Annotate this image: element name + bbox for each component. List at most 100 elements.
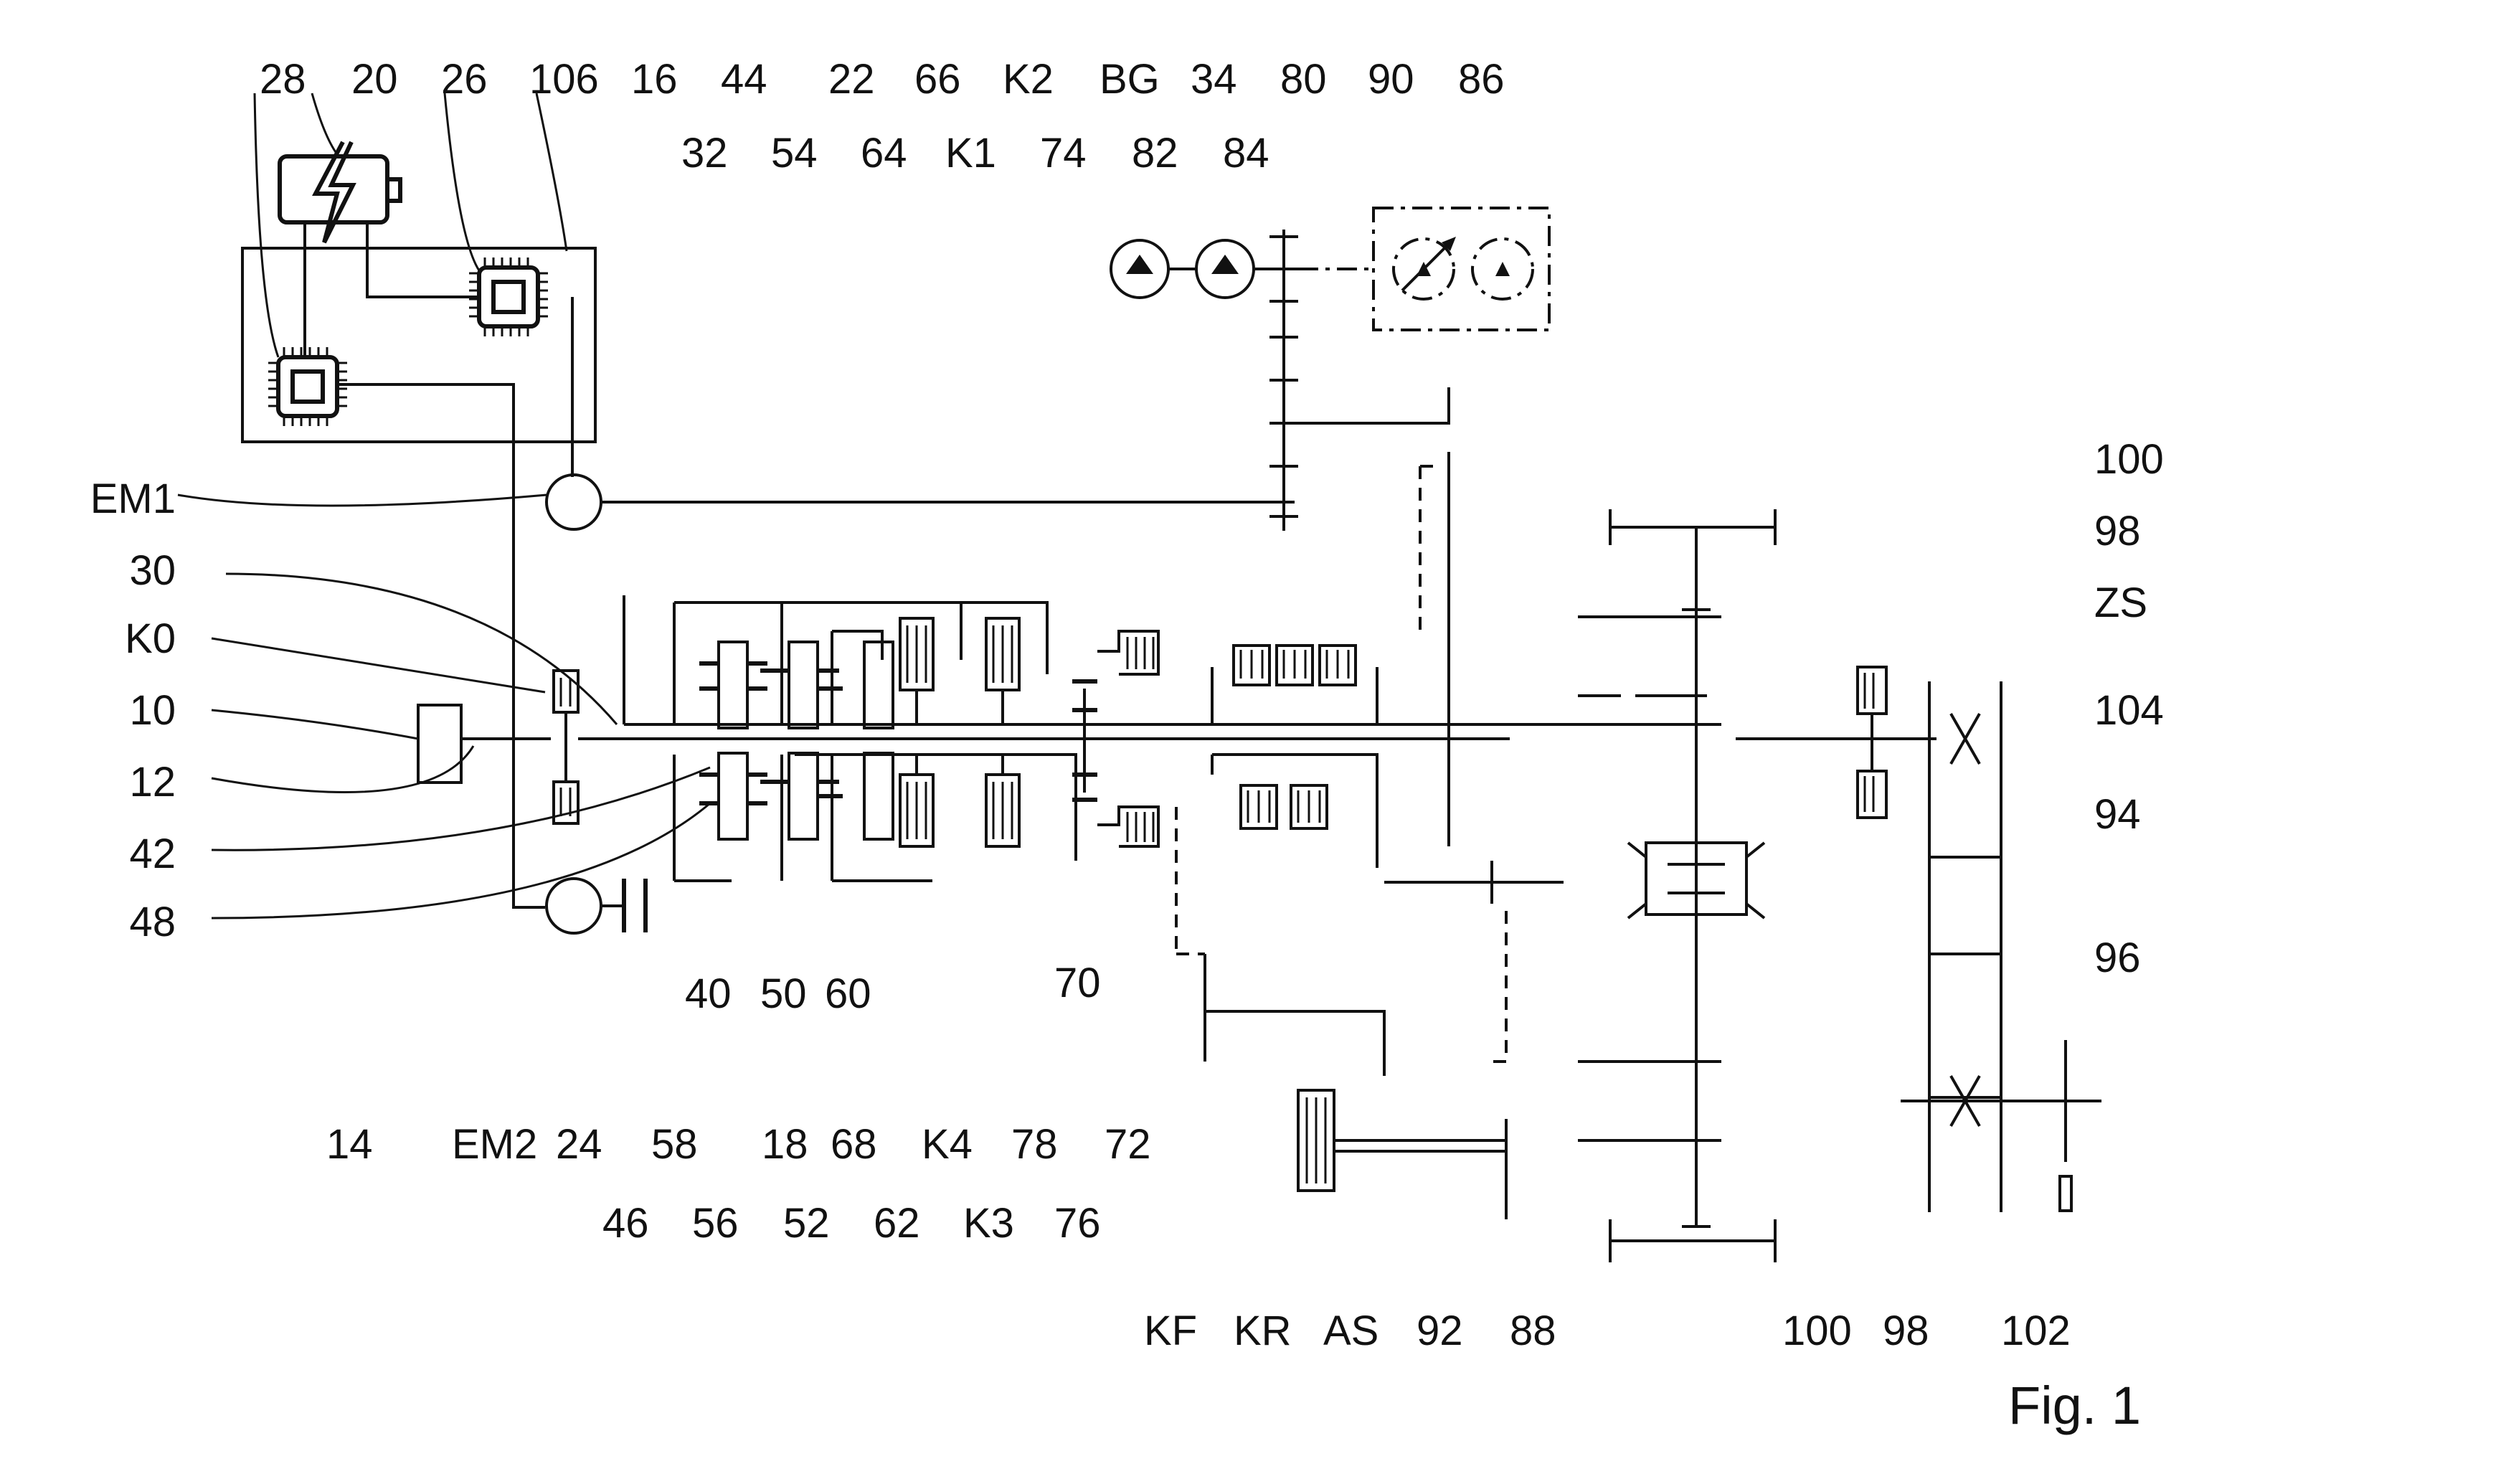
transfer-housing [1928,810,2002,1212]
label-72: 72 [1105,1121,1151,1168]
label-106: 106 [529,56,599,103]
label-82: 82 [1132,130,1178,176]
label-30: 30 [129,547,176,594]
clutch-k0 [552,669,580,825]
planetary-set-60 [818,630,932,882]
label-90: 90 [1368,56,1414,103]
chip-icon-28 [268,347,347,426]
label-74: 74 [1040,130,1087,176]
gear-80 [1269,230,1298,531]
label-100-bottom: 100 [1782,1308,1852,1354]
lightning-icon [312,141,356,244]
label-98-top: 98 [2094,508,2141,554]
label-28: 28 [260,56,306,103]
clutch-kr [1290,784,1328,830]
pump-unit-86 [1372,207,1551,331]
label-56: 56 [692,1200,739,1247]
label-k0: K0 [125,615,176,662]
clutch-k1 [899,617,935,724]
label-60: 60 [825,970,871,1017]
brake-bg [1097,630,1160,676]
transfer-gear-104 [1928,681,2002,810]
clutch-k2 [961,601,1049,724]
label-32: 32 [681,130,728,176]
wire-chip28-em2 [337,383,545,909]
wire-battery-chip26 [366,222,479,298]
pump-84 [1195,239,1255,299]
label-40: 40 [685,970,732,1017]
transfer-chain-96 [1929,856,2001,1099]
brake-as [1297,1089,1508,1219]
label-104: 104 [2094,687,2164,734]
label-kr: KR [1234,1308,1292,1354]
front-axle [1609,509,1777,545]
control-housing-106 [241,247,597,443]
label-10: 10 [129,687,176,734]
rear-axle [1609,1219,1777,1262]
differential-94 [1627,841,1766,920]
label-92: 92 [1417,1308,1463,1354]
pump-triangle-icons [1417,262,1510,276]
clutch-k3 [965,753,1077,861]
label-96: 96 [2094,935,2141,981]
label-k2: K2 [1003,56,1054,103]
label-24: 24 [556,1121,602,1168]
pump-82 [1110,239,1170,299]
label-as: AS [1323,1308,1379,1354]
label-58: 58 [651,1121,698,1168]
front-axle-shaft [1682,527,1711,611]
chip-icon-26 [469,257,548,336]
arrow-head-icon [1442,237,1456,251]
label-12: 12 [129,759,176,805]
leader-lines [177,93,711,920]
label-70: 70 [1054,960,1101,1006]
label-kf: KF [1144,1308,1197,1354]
label-48: 48 [129,899,176,945]
label-52: 52 [783,1200,830,1247]
variable-arrow-icon [1401,239,1454,292]
label-76: 76 [1054,1200,1101,1247]
label-em2: EM2 [452,1121,537,1168]
label-k1: K1 [945,130,996,176]
label-54: 54 [771,130,818,176]
control-unit-group [241,141,597,909]
label-68: 68 [831,1121,877,1168]
label-k4: K4 [922,1121,973,1168]
lower-drive [1204,954,1386,1076]
label-88: 88 [1510,1308,1556,1354]
label-20: 20 [351,56,398,103]
countershaft-gear [1291,387,1450,846]
label-14: 14 [326,1121,373,1168]
label-50: 50 [760,970,807,1017]
label-k3: K3 [963,1200,1014,1247]
label-46: 46 [602,1200,649,1247]
label-22: 22 [828,56,875,103]
label-34: 34 [1191,56,1237,103]
em2-gear-24 [622,879,648,932]
figure-caption: Fig. 1 [2008,1376,2141,1435]
label-em1: EM1 [90,476,176,522]
clutch-zs [1856,666,1888,819]
rear-synchronizers [1578,1060,1721,1228]
electric-machine-em2 [545,877,602,935]
label-66: 66 [914,56,961,103]
label-44: 44 [721,56,767,103]
variable-pump-icon [1392,237,1455,301]
chain-link-lower [1175,807,1205,955]
label-102: 102 [2001,1308,2071,1354]
reference-labels: 28 20 26 106 16 44 22 66 K2 BG 34 80 90 … [90,56,2164,1354]
brake-78 [1097,805,1160,848]
label-100-top: 100 [2094,436,2164,483]
label-26: 26 [441,56,488,103]
motor-icon [1471,237,1534,301]
label-18: 18 [762,1121,808,1168]
label-94: 94 [2094,791,2141,838]
battery-terminal [385,177,402,203]
planetary-set-40 [673,601,796,882]
label-86: 86 [1458,56,1505,103]
transfer-gear-102 [1901,1040,2101,1212]
engine-10 [417,704,463,784]
clutch-kf [1239,784,1278,830]
range-clutch-90 [1211,644,1379,724]
label-64: 64 [861,130,907,176]
